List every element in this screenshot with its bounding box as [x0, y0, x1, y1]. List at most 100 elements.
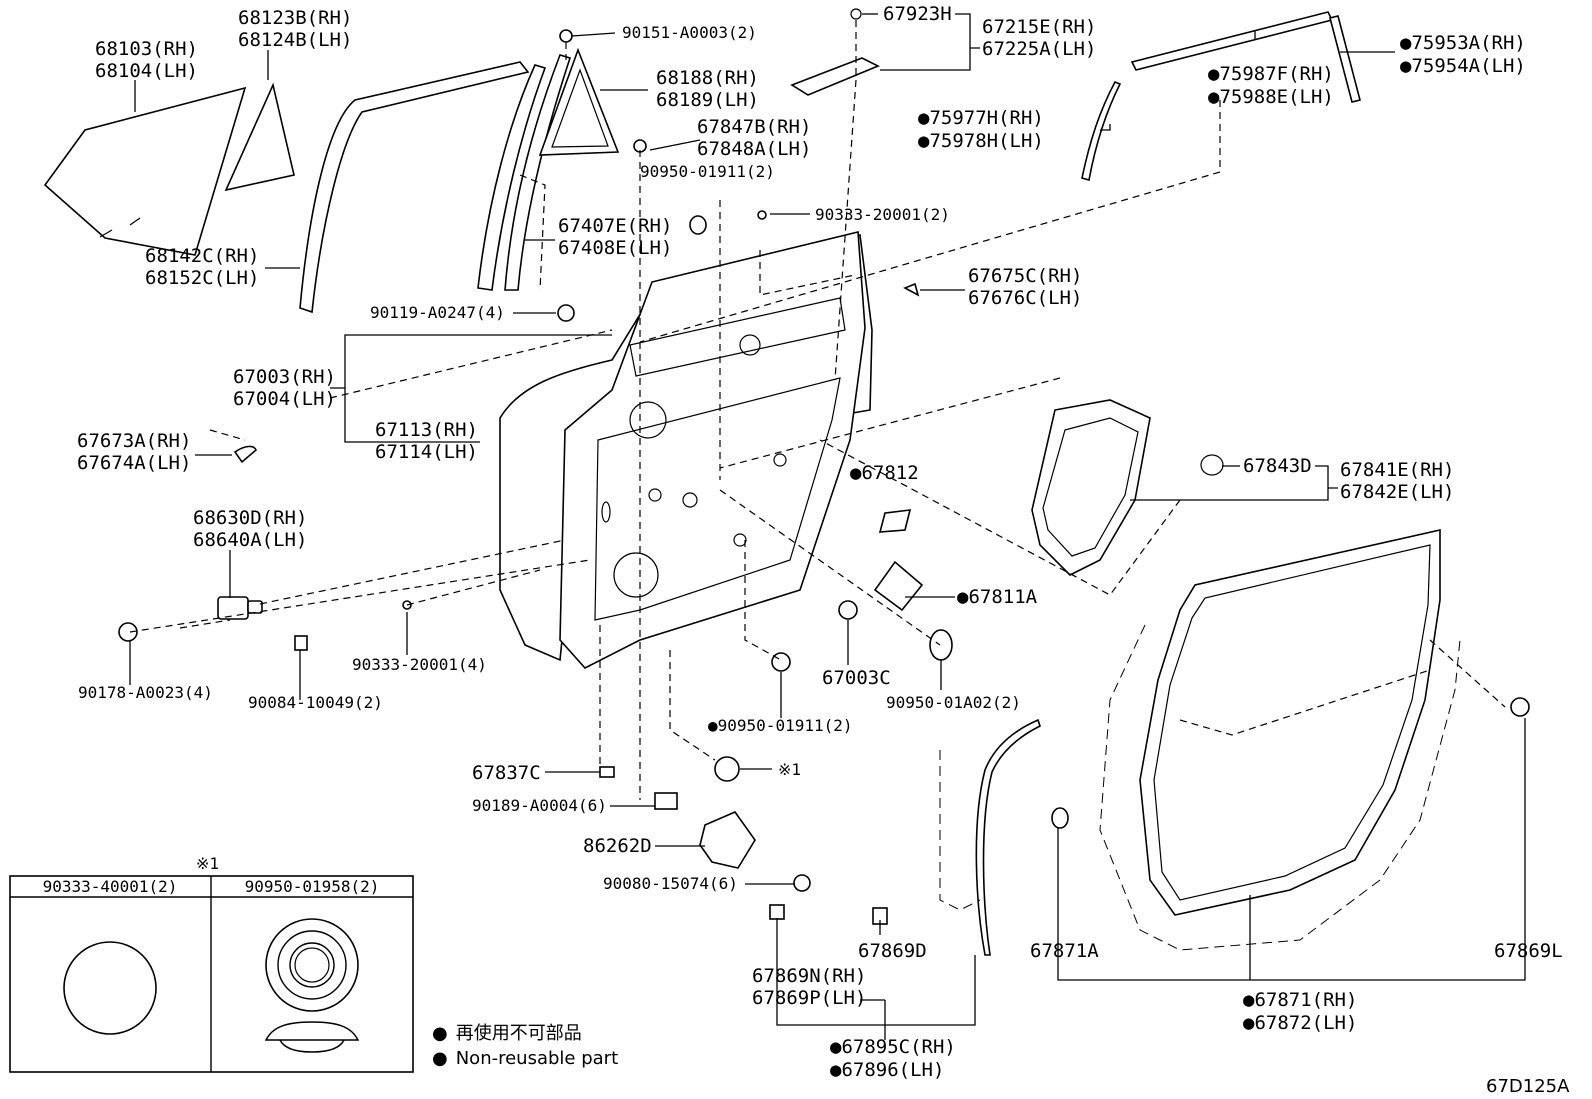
svg-text:●75987F(RH): ●75987F(RH) — [1208, 63, 1334, 85]
svg-text:●Non-reusable part: ● Non-reusable part — [432, 1048, 618, 1069]
callout-67896-lh: 67896(LH) — [841, 1059, 944, 1081]
callout-86262d: 86262D — [583, 835, 652, 857]
svg-text:67408E(LH): 67408E(LH) — [558, 237, 672, 259]
svg-text:67837C: 67837C — [472, 762, 541, 784]
nonreusable-dot: ● — [1400, 55, 1412, 77]
svg-text:90151-A0003(2): 90151-A0003(2) — [622, 23, 757, 42]
grommet-illustration — [264, 918, 360, 1053]
svg-text:68123B(RH): 68123B(RH) — [238, 7, 352, 29]
legend: ● 再使用不可部品 ● Non-reusable part — [432, 1023, 618, 1069]
svg-text:67847B(RH): 67847B(RH) — [697, 116, 811, 138]
legend-bullet-en: ● — [432, 1048, 448, 1069]
svg-text:68189(LH): 68189(LH) — [656, 89, 759, 111]
callout-90151-a0003: 90151-A0003(2) — [622, 23, 757, 42]
callout-90189-a0004: 90189-A0004(6) — [472, 796, 607, 815]
svg-text:90333-20001(4): 90333-20001(4) — [352, 655, 487, 674]
legend-text-en: Non-reusable part — [456, 1048, 618, 1069]
callout-90950-01a02: 90950-01A02(2) — [886, 693, 1021, 712]
callout-90950-01911-lower: 90950-01911(2) — [718, 716, 853, 735]
callout-90119-a0247: 90119-A0247(4) — [370, 303, 505, 322]
callout-75954a-lh: 75954A(LH) — [1411, 55, 1525, 77]
svg-text:68124B(LH): 68124B(LH) — [238, 29, 352, 51]
callout-67114-lh: 67114(LH) — [375, 441, 478, 463]
svg-text:67003C: 67003C — [822, 667, 891, 689]
callout-67675c-rh: 67675C(RH) — [968, 265, 1082, 287]
callout-68188-rh: 68188(RH) — [656, 67, 759, 89]
callout-labels: 68103(RH) 68104(LH) 68123B(RH) 68124B(LH… — [77, 3, 1563, 1081]
callout-68152c-lh: 68152C(LH) — [145, 267, 259, 289]
nonreusable-dot: ● — [918, 107, 930, 129]
nonreusable-dot: ● — [1208, 86, 1220, 108]
callout-90333-20001-top: 90333-20001(2) — [815, 205, 950, 224]
svg-text:67923H: 67923H — [883, 3, 952, 25]
svg-text:67869D: 67869D — [858, 940, 927, 962]
svg-text:90333-20001(2): 90333-20001(2) — [815, 205, 950, 224]
svg-text:67114(LH): 67114(LH) — [375, 441, 478, 463]
svg-text:●75977H(RH): ●75977H(RH) — [918, 107, 1044, 129]
quarter-glass — [224, 82, 295, 192]
svg-text:67675C(RH): 67675C(RH) — [968, 265, 1082, 287]
svg-text:●67896(LH): ●67896(LH) — [830, 1059, 944, 1081]
callout-90950-01911-top: 90950-01911(2) — [640, 162, 775, 181]
svg-text:67004(LH): 67004(LH) — [233, 388, 336, 410]
svg-text:67003(RH): 67003(RH) — [233, 366, 336, 388]
callout-67923h: 67923H — [883, 3, 952, 25]
svg-text:68104(LH): 68104(LH) — [95, 60, 198, 82]
door-weatherstrip — [1099, 529, 1461, 951]
svg-text:90950-01A02(2): 90950-01A02(2) — [886, 693, 1021, 712]
diagram-code: 67D125A — [1486, 1076, 1570, 1097]
callout-90080-15074: 90080-15074(6) — [603, 874, 738, 893]
callout-67673a-rh: 67673A(RH) — [77, 430, 191, 452]
callout-90084-10049: 90084-10049(2) — [248, 693, 383, 712]
callout-68123b-rh: 68123B(RH) — [238, 7, 352, 29]
svg-text:67871A: 67871A — [1030, 940, 1099, 962]
nonreusable-dot: ● — [1400, 32, 1412, 54]
nonreusable-dot: ● — [957, 586, 969, 608]
callout-67113-rh: 67113(RH) — [375, 419, 478, 441]
quarter-weatherstrip — [538, 47, 620, 156]
callout-75978h-lh: 75978H(LH) — [929, 130, 1043, 152]
division-bar — [477, 54, 572, 291]
svg-text:67215E(RH): 67215E(RH) — [982, 16, 1096, 38]
svg-text:67869N(RH): 67869N(RH) — [752, 965, 866, 987]
nonreusable-dot: ● — [1208, 63, 1220, 85]
callout-67811a: 67811A — [968, 586, 1037, 608]
inset-col-90950-01958: 90950-01958(2) — [245, 877, 380, 896]
nonreusable-dot: ● — [1243, 1012, 1255, 1034]
callout-67674a-lh: 67674A(LH) — [77, 452, 191, 474]
door-glass — [43, 86, 247, 256]
nonreusable-dot: ● — [830, 1036, 842, 1058]
callout-67871a: 67871A — [1030, 940, 1099, 962]
nonreusable-dot: ● — [830, 1059, 842, 1081]
svg-text:●75954A(LH): ●75954A(LH) — [1400, 55, 1526, 77]
svg-text:●75988E(LH): ●75988E(LH) — [1208, 86, 1334, 108]
nonreusable-dot: ● — [708, 716, 718, 735]
callout-67869p-lh: 67869P(LH) — [752, 987, 866, 1009]
nonreusable-dot: ● — [1243, 989, 1255, 1011]
svg-text:68103(RH): 68103(RH) — [95, 38, 198, 60]
svg-text:90178-A0023(4): 90178-A0023(4) — [78, 683, 213, 702]
inset-note-mark: ※1 — [196, 854, 219, 873]
svg-text:67673A(RH): 67673A(RH) — [77, 430, 191, 452]
legend-text-jp: 再使用不可部品 — [456, 1023, 582, 1044]
callout-67842e-lh: 67842E(LH) — [1340, 481, 1454, 503]
svg-text:90950-01911(2): 90950-01911(2) — [640, 162, 775, 181]
door-inner-frame — [559, 230, 866, 669]
nonreusable-dot: ● — [918, 130, 930, 152]
svg-text:86262D: 86262D — [583, 835, 652, 857]
callout-67407e-rh: 67407E(RH) — [558, 215, 672, 237]
callout-75953a-rh: 75953A(RH) — [1411, 32, 1525, 54]
callout-67869n-rh: 67869N(RH) — [752, 965, 866, 987]
svg-text:●67895C(RH): ●67895C(RH) — [830, 1036, 956, 1058]
svg-text:67407E(RH): 67407E(RH) — [558, 215, 672, 237]
callout-75977h-rh: 75977H(RH) — [929, 107, 1043, 129]
callout-67003c: 67003C — [822, 667, 891, 689]
callout-68189-lh: 68189(LH) — [656, 89, 759, 111]
dashed-reference-lines — [129, 20, 1506, 800]
callout-67003-rh: 67003(RH) — [233, 366, 336, 388]
callout-67225a-lh: 67225A(LH) — [982, 38, 1096, 60]
callout-75987f-rh: 75987F(RH) — [1219, 63, 1333, 85]
inset-col-90333-40001: 90333-40001(2) — [43, 877, 178, 896]
svg-text:※1: ※1 — [778, 760, 801, 779]
